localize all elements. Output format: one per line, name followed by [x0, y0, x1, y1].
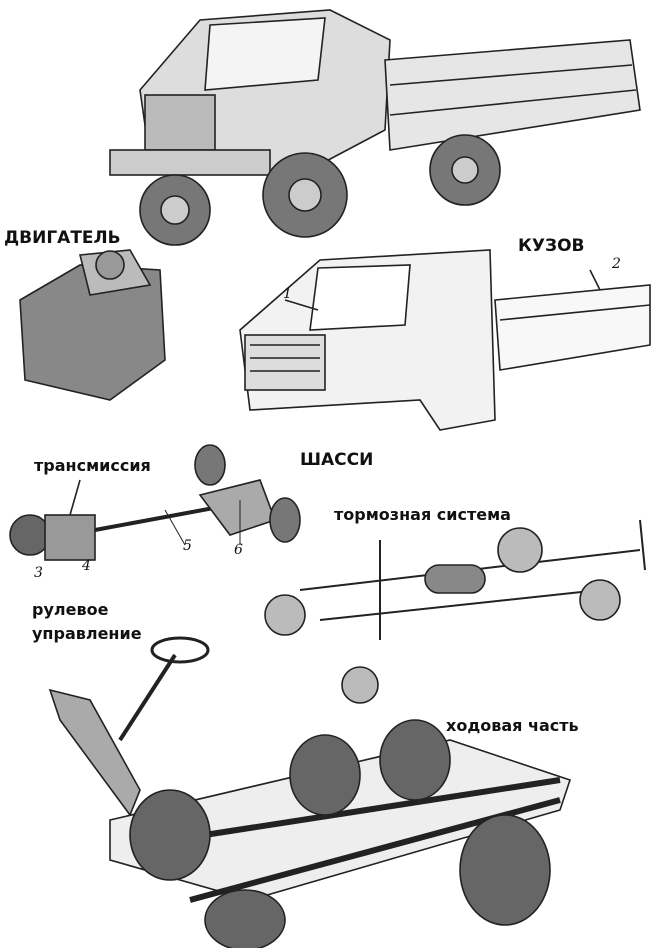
steering-illustration: [48, 636, 210, 817]
callout-driveshaft: 5: [183, 538, 192, 554]
callout-gearbox: 4: [82, 558, 91, 574]
cab-body-illustration: [239, 249, 651, 431]
callout-cab: 1: [283, 286, 292, 302]
engine-label: ДВИГАТЕЛЬ: [4, 228, 121, 248]
running-gear-illustration: [109, 719, 572, 948]
steering-label-line2: управление: [32, 624, 142, 643]
brake-system-label: тормозная система: [334, 505, 511, 524]
steering-label-line1: рулевое: [32, 600, 109, 619]
brake-system-illustration: [264, 519, 646, 704]
body-label: КУЗОВ: [518, 236, 585, 256]
transmission-label: трансмиссия: [34, 456, 151, 475]
transmission-illustration: [9, 444, 301, 561]
chassis-label: ШАССИ: [300, 450, 374, 470]
running-gear-label: ходовая часть: [446, 716, 579, 735]
truck-illustration: [109, 9, 641, 246]
callout-clutch: 3: [34, 565, 43, 581]
engine-illustration: [19, 249, 166, 401]
callout-rear-axle: 6: [234, 542, 243, 558]
callout-platform: 2: [612, 256, 621, 272]
